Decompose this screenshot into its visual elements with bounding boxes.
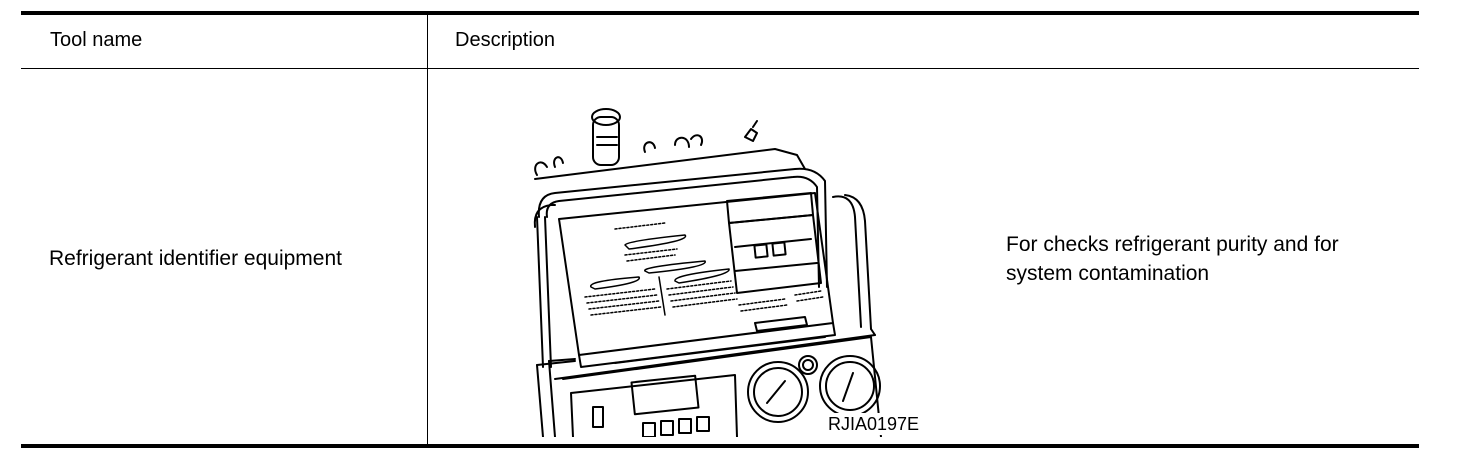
- tool-table: Tool name Description Refrigerant identi…: [21, 11, 1419, 448]
- column-divider: [427, 15, 428, 444]
- tool-name-cell: Refrigerant identifier equipment: [49, 247, 342, 270]
- table-header-row: Tool name Description: [21, 15, 1419, 69]
- header-tool-name: Tool name: [50, 29, 143, 51]
- figure-code: RJIA0197E: [827, 413, 921, 435]
- description-cell: For checks refrigerant purity and for sy…: [1006, 233, 1339, 285]
- header-description: Description: [455, 29, 556, 51]
- refrigerant-identifier-illustration: [533, 108, 882, 437]
